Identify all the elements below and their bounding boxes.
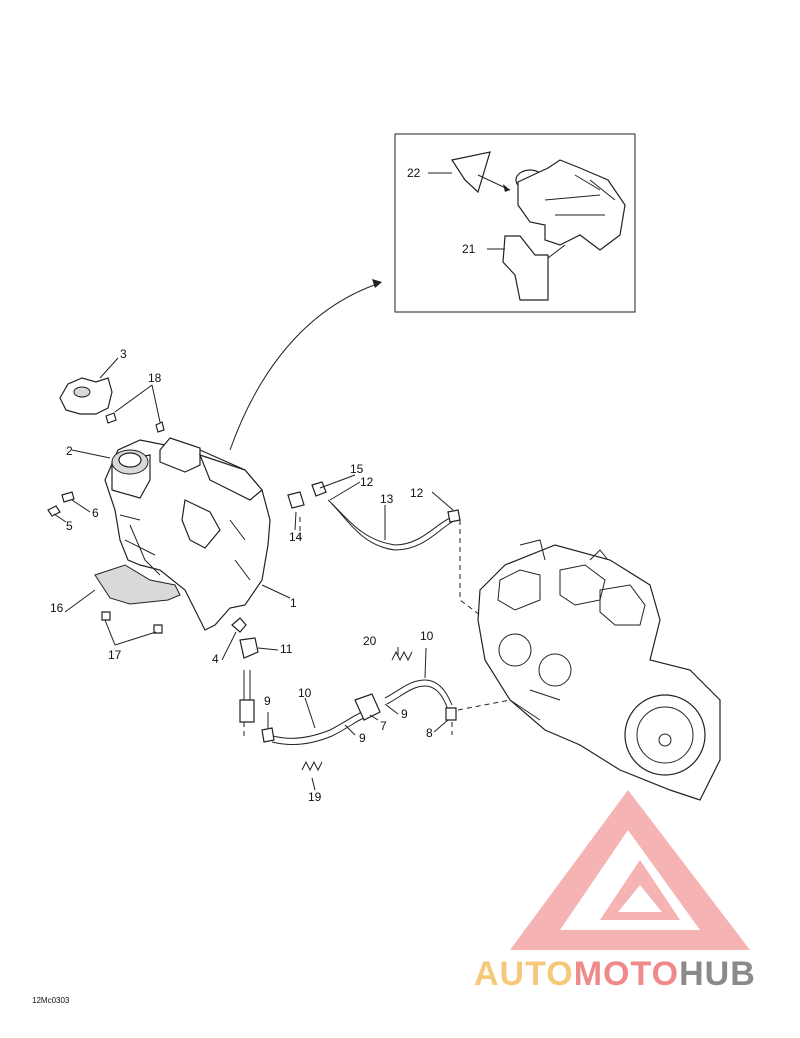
diagram-code: 12Mc0303 xyxy=(32,996,70,1005)
callout-1: 1 xyxy=(290,596,297,610)
callout-17: 17 xyxy=(108,648,122,662)
callout-14: 14 xyxy=(289,530,303,544)
watermark-logo xyxy=(510,790,750,950)
watermark-part-2: MOTO xyxy=(573,955,680,993)
engine xyxy=(477,539,721,801)
spring-20 xyxy=(391,650,413,662)
watermark-part-1: AUTO xyxy=(474,955,574,993)
callout-12b: 12 xyxy=(410,486,424,500)
callout-6: 6 xyxy=(92,506,99,520)
callout-16: 16 xyxy=(50,601,64,615)
callout-3: 3 xyxy=(120,347,127,361)
callout-13: 13 xyxy=(380,492,394,506)
callout-18: 18 xyxy=(148,371,162,385)
callout-20: 20 xyxy=(363,634,377,648)
watermark-text: AUTOMOTOHUB xyxy=(474,955,756,994)
callout-9c: 9 xyxy=(359,731,366,745)
filter-part xyxy=(354,693,381,721)
callout-22: 22 xyxy=(407,166,421,180)
decal-part xyxy=(451,151,491,194)
callout-labels: 1 2 3 4 5 6 7 8 9 9 9 10 10 11 12 12 13 … xyxy=(50,166,476,804)
callout-7: 7 xyxy=(380,719,387,733)
shield-plate xyxy=(94,564,181,605)
callout-15: 15 xyxy=(350,462,364,476)
mini-oil-tank xyxy=(515,159,626,251)
callout-4: 4 xyxy=(212,652,219,666)
callout-9a: 9 xyxy=(264,694,271,708)
oil-tank-assembly xyxy=(47,377,461,723)
callout-19: 19 xyxy=(308,790,322,804)
callout-21: 21 xyxy=(462,242,476,256)
heat-shield-part xyxy=(502,235,549,301)
callout-8: 8 xyxy=(426,726,433,740)
callout-12a: 12 xyxy=(360,475,374,489)
callout-9b: 9 xyxy=(401,707,408,721)
watermark-part-3: HUB xyxy=(679,955,756,993)
inset-detail-box xyxy=(394,133,636,313)
callout-2: 2 xyxy=(66,444,73,458)
callout-10b: 10 xyxy=(420,629,434,643)
callout-11: 11 xyxy=(280,642,293,656)
callout-10a: 10 xyxy=(298,686,312,700)
detail-arrow xyxy=(229,282,381,451)
fuel-lines xyxy=(261,650,457,772)
spring-19 xyxy=(301,760,323,772)
callout-5: 5 xyxy=(66,519,73,533)
